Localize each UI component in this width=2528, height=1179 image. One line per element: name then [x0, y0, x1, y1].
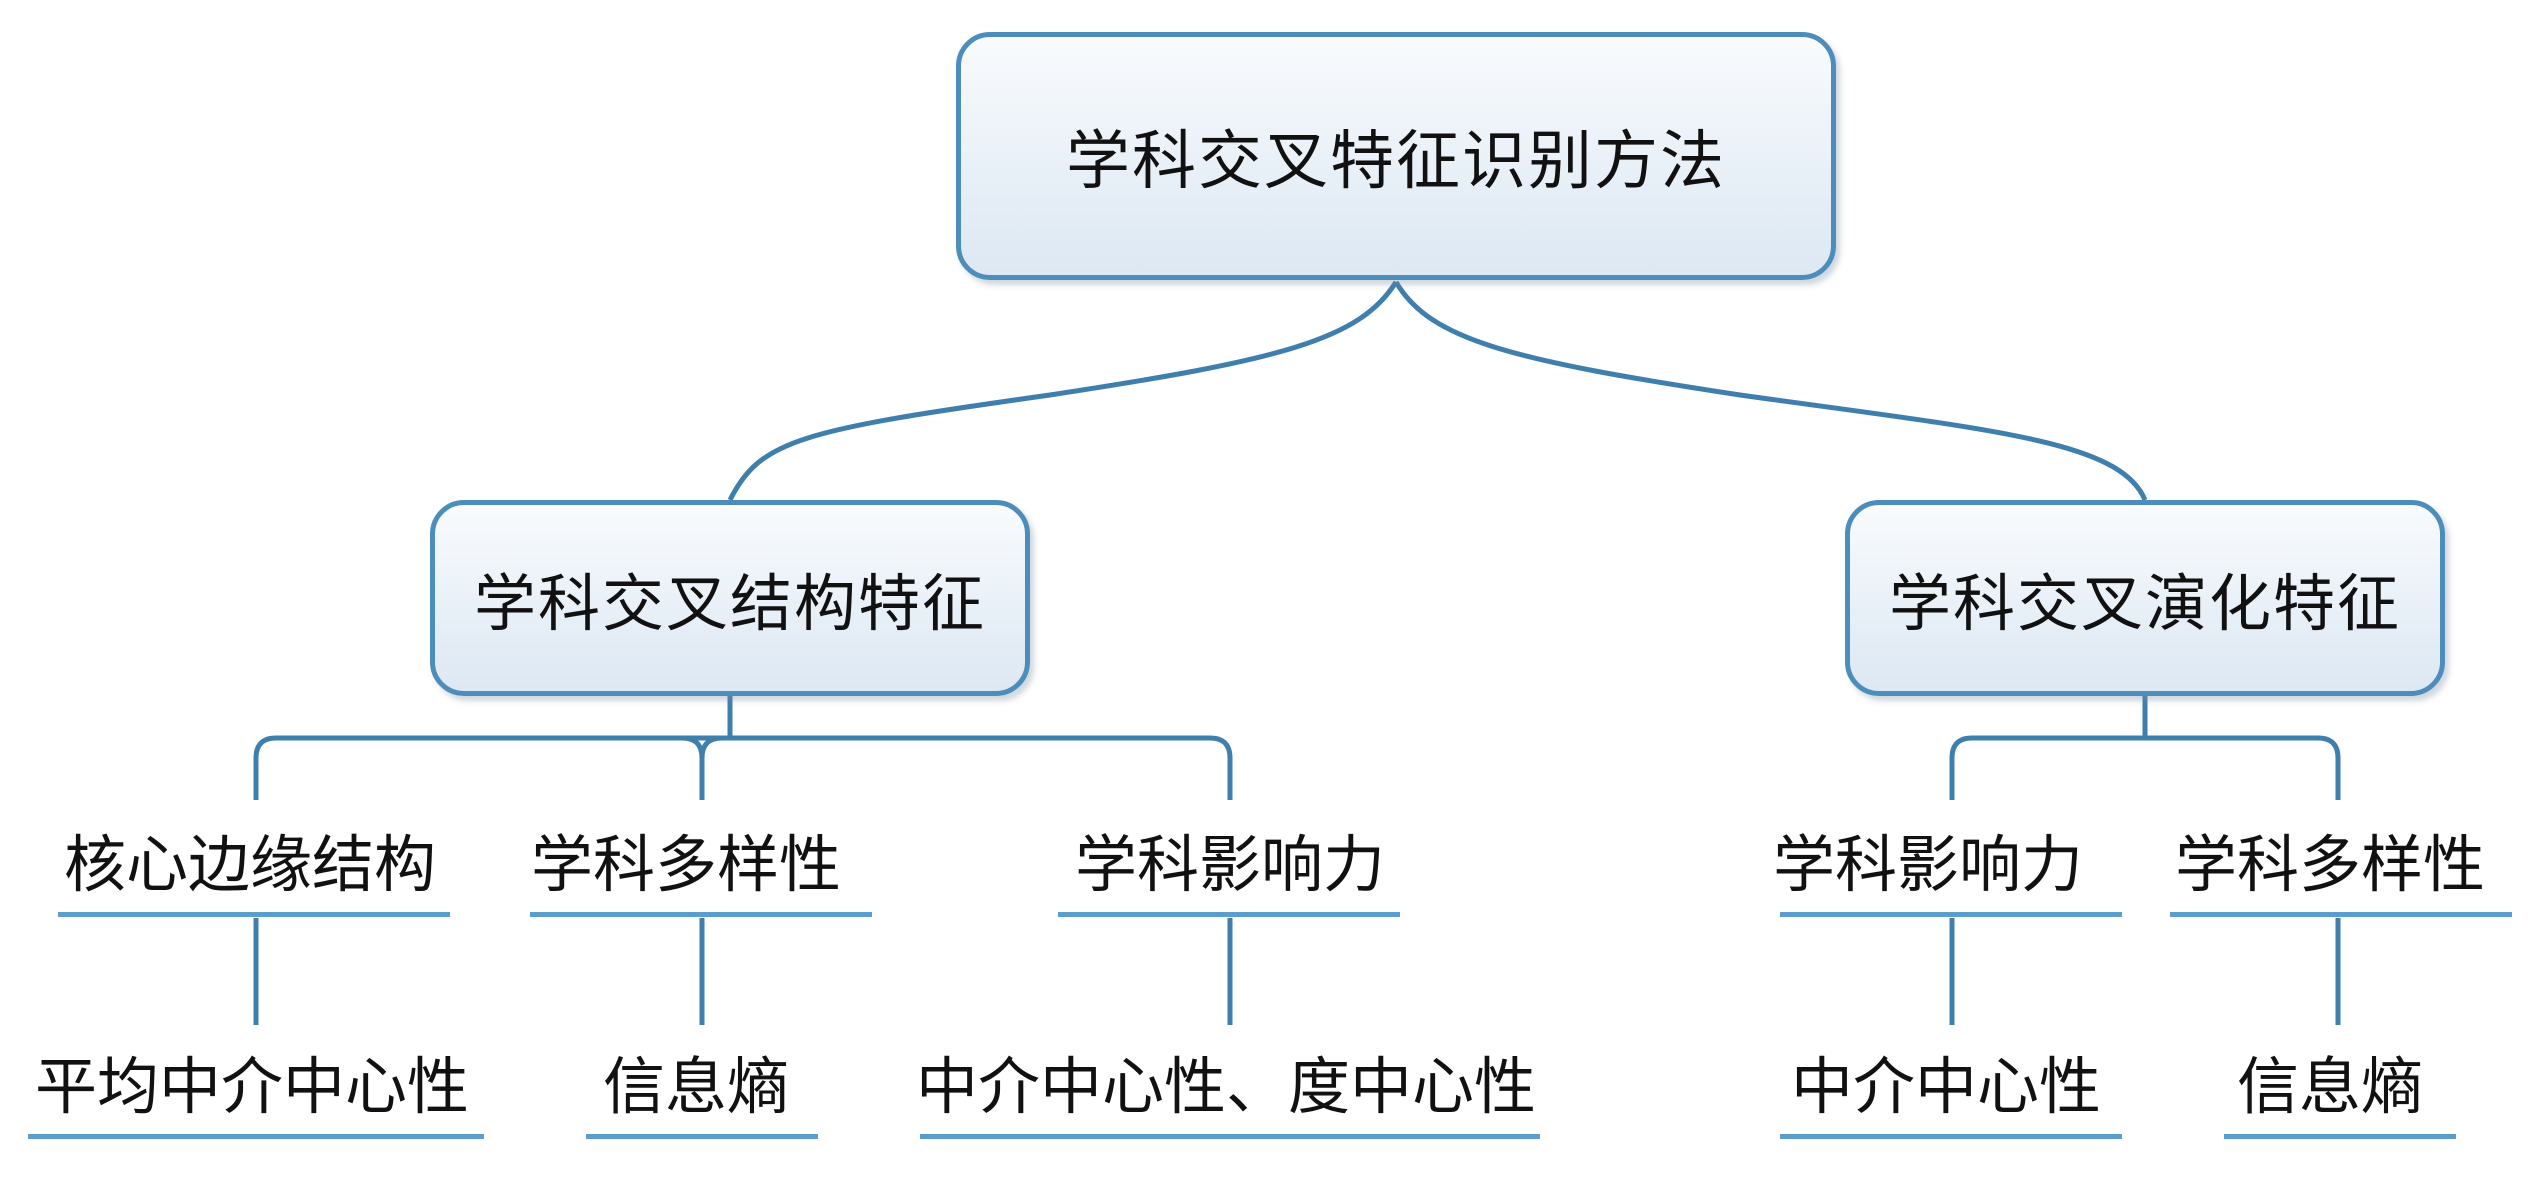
leaf-node-underline	[2224, 1134, 2456, 1139]
child-node-underline	[1780, 912, 2122, 917]
connector-root-to-structure	[727, 280, 1399, 502]
leaf-node-label: 信息熵	[602, 1050, 790, 1123]
child-node-label: 学科多样性	[530, 828, 842, 901]
leaf-node-underline	[586, 1134, 818, 1139]
root-node-label: 学科交叉特征识别方法	[1066, 125, 1726, 199]
branch-node-label: 学科交叉演化特征	[1888, 567, 2401, 640]
branch-node-evolution: 学科交叉演化特征	[1845, 500, 2445, 696]
leaf-node-underline	[920, 1134, 1540, 1139]
child-node-underline	[2170, 912, 2512, 917]
child-node-label: 学科多样性	[2174, 828, 2486, 901]
connector-structure-bracket	[253, 696, 1233, 800]
leaf-node-label: 平均中介中心性	[34, 1050, 470, 1123]
connector-evolution-bracket	[1949, 696, 2341, 800]
leaf-node-label: 信息熵	[2236, 1050, 2424, 1123]
child-node-underline	[530, 912, 872, 917]
child-node-label: 学科影响力	[1772, 828, 2084, 901]
leaf-node-label: 中介中心性	[1790, 1050, 2102, 1123]
branch-node-label: 学科交叉结构特征	[473, 567, 986, 640]
leaf-node-underline	[1780, 1134, 2122, 1139]
child-node-underline	[1058, 912, 1400, 917]
branch-node-structure: 学科交叉结构特征	[430, 500, 1030, 696]
leaf-node-label: 中介中心性、度中心性	[915, 1050, 1537, 1123]
root-node: 学科交叉特征识别方法	[956, 32, 1836, 280]
child-node-label: 核心边缘结构	[63, 828, 437, 901]
connector-root-to-evolution	[1393, 280, 2148, 501]
leaf-node-underline	[28, 1134, 484, 1139]
child-node-underline	[58, 912, 450, 917]
child-node-label: 学科影响力	[1074, 828, 1386, 901]
